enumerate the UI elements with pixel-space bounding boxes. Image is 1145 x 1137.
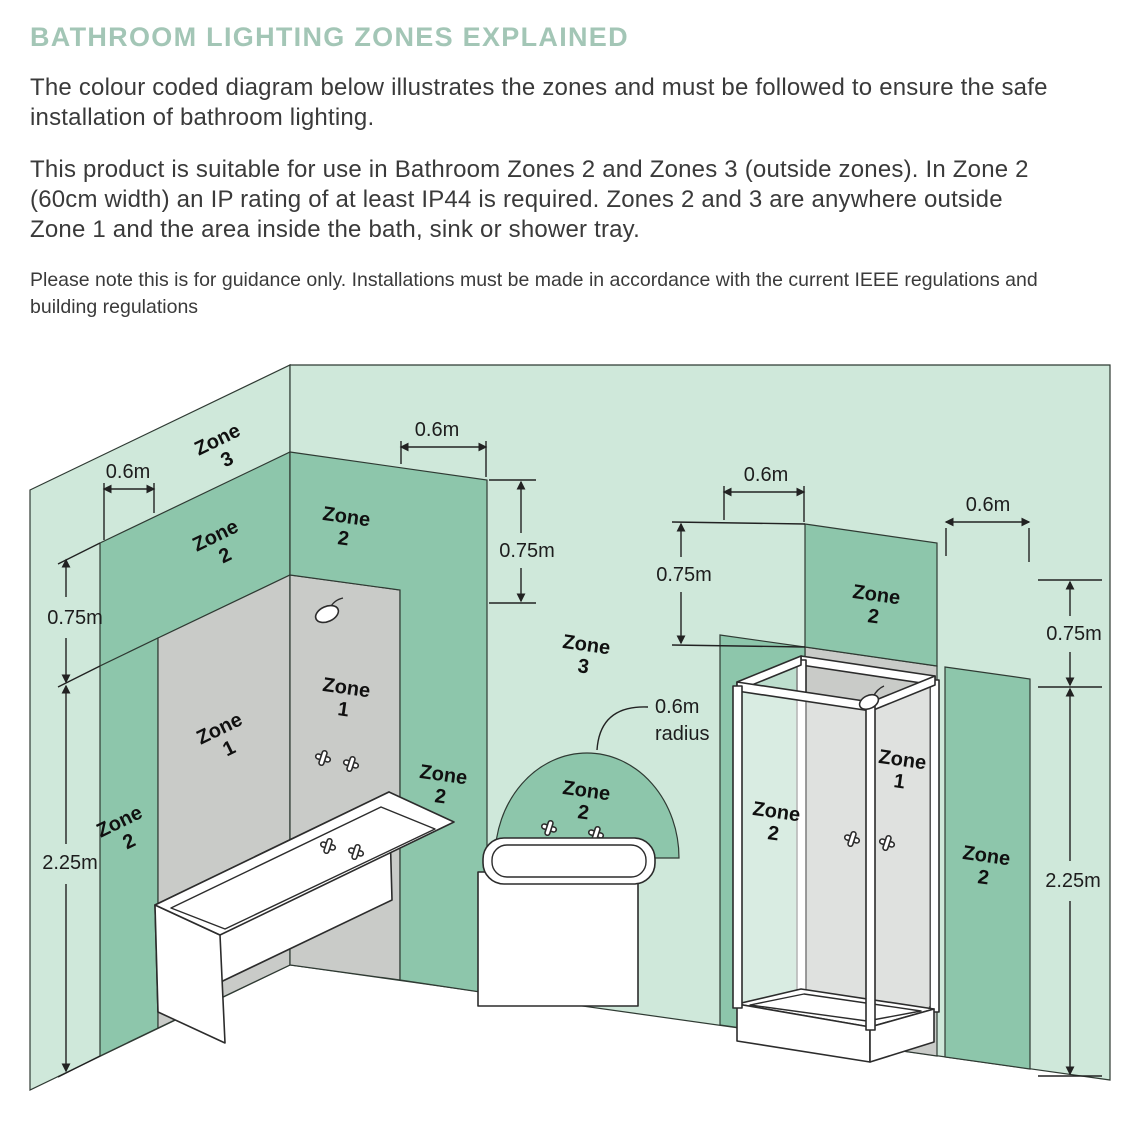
dim-shower-right-strip-width: 0.6m (966, 494, 1010, 516)
basin-bowl (491, 844, 647, 878)
shower-glass-front (742, 690, 866, 1025)
svg-text:1: 1 (892, 770, 906, 793)
dim-right-zone1-height: 2.25m (1045, 870, 1101, 892)
dim-left-zone1-height: 2.25m (42, 852, 98, 874)
product-zones-paragraph: This product is suitable for use in Bath… (30, 156, 1029, 243)
dim-shower-left-strip-width: 0.6m (744, 464, 788, 486)
radius-note-line2: radius (655, 723, 709, 745)
bathroom-zones-diagram: 0.6m 0.75m 2.25m 0.6m 0.75m (29, 364, 1111, 1091)
shower-cubicle (732, 655, 940, 1063)
svg-text:3: 3 (576, 655, 590, 678)
shower-post-front-left (732, 685, 743, 1009)
shower-head-icon (858, 693, 880, 711)
back-wall-bath-zone2-area (289, 451, 488, 994)
dim-bath-strip-width: 0.6m (415, 419, 459, 441)
shower-post-back-right (929, 679, 940, 1013)
dimensions: 0.6m 0.75m 2.25m 0.6m 0.75m (42, 419, 1102, 1078)
header-text: BATHROOM LIGHTING ZONES EXPLAINED The co… (0, 0, 1145, 357)
shower-glass-left (742, 662, 801, 1004)
dim-left-band-height: 0.75m (47, 607, 103, 629)
svg-text:2: 2 (866, 605, 880, 628)
shower-glass-right (875, 684, 930, 1026)
shower-tray (736, 988, 935, 1063)
basin-zone2-semicircle (494, 752, 680, 859)
bathtub-inner-rim (170, 806, 436, 930)
bathtub-rim (154, 791, 455, 936)
radius-note-line1: 0.6m (655, 696, 699, 718)
shower-head-icon (314, 604, 340, 624)
svg-text:2: 2 (336, 527, 350, 550)
shower-zone2-right-strip (944, 666, 1031, 1070)
label-back-wall-zone3: Zone 3 (561, 631, 611, 679)
svg-text:2: 2 (766, 822, 780, 845)
dim-shower-band-height: 0.75m (656, 564, 712, 586)
svg-text:2: 2 (976, 866, 990, 889)
intro-paragraph: The colour coded diagram below illustrat… (30, 74, 1048, 131)
page-title: BATHROOM LIGHTING ZONES EXPLAINED (30, 22, 629, 52)
bathtub (154, 791, 455, 1044)
shower-zone2-above (804, 523, 938, 667)
label-shower-zone1: Zone 1 (877, 746, 927, 794)
guidance-note: Please note this is for guidance only. I… (30, 269, 1038, 318)
shower-tray-side (869, 1008, 935, 1063)
bath-wall-fittings (312, 597, 362, 775)
basin-vanity (477, 871, 639, 1007)
basin (477, 817, 656, 1007)
basin-top (482, 837, 656, 885)
dim-left-strip-width: 0.6m (106, 461, 150, 483)
svg-text:2: 2 (576, 801, 590, 824)
shower-tray-inner (749, 993, 922, 1022)
dim-bath-band-height: 0.75m (499, 540, 555, 562)
shower-post-front-right (865, 705, 876, 1031)
svg-text:2: 2 (433, 785, 447, 808)
svg-text:1: 1 (336, 698, 350, 721)
dim-right-band-height: 0.75m (1046, 623, 1102, 645)
